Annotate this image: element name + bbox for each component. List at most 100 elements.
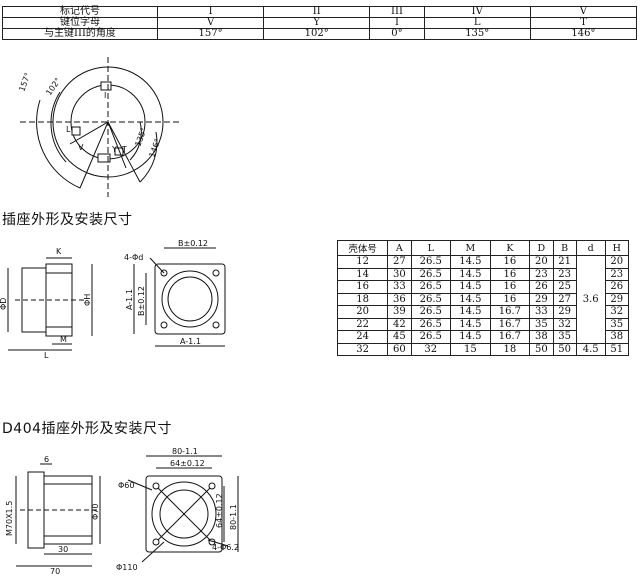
dim-cell: 16 [489,267,531,281]
dimension-table: 壳体号 A L M K D B d H 12 27 26.5 14.5 16 2… [336,240,630,356]
key-table-cell: II [263,6,371,18]
dim-cell: 22 [336,317,389,331]
dim-cell: 33 [387,280,412,294]
key-table-cell: V [156,17,265,29]
key-table-cell: T [529,17,638,29]
leader-line [69,121,109,145]
dim-label: 30 [58,545,68,554]
key-notch [114,147,124,156]
dim-cell: 27 [387,255,412,269]
dim-cell: 4.5 [575,342,606,356]
dim-label: 80-1.1 [172,447,198,456]
table-row: 32 60 32 15 18 50 50 4.5 51 [336,342,630,356]
leader-line [207,539,229,547]
key-notch [97,153,111,163]
angle-arc-146 [139,131,158,183]
dim-cell: 12 [336,255,389,269]
dim-cell: 14.5 [450,255,491,269]
dim-cell: 25 [552,280,577,294]
key-table-cell: V [529,6,638,18]
dim-cell: 20 [529,255,554,269]
key-table-cell: 键位字母 [2,17,158,29]
dim-cell: 36 [387,292,412,306]
mounting-hole [152,538,160,546]
dim-cell: 27 [552,292,577,306]
dim-header-cell: 壳体号 [336,240,389,256]
d404-side-view: 6 M70X1.5 Φ70 30 70 [5,455,101,575]
dim-cell: 26.5 [410,305,452,319]
dim-header-cell: M [450,240,491,256]
angle-label: 157° [17,71,32,92]
angle-arc-102 [50,91,67,163]
dim-cell: 30 [387,267,412,281]
mounting-hole [208,482,216,490]
dim-cell: 26 [529,280,554,294]
dim-cell: 21 [552,255,577,269]
dim-header-cell: B [552,240,577,256]
dim-cell: 38 [529,330,554,344]
angle-label: 102° [44,76,62,97]
dim-cell: 16.7 [489,330,531,344]
dim-cell: 14.5 [450,267,491,281]
mounting-hole [160,269,168,277]
dim-cell: 26 [604,280,630,294]
dim-cell: 26.5 [410,255,452,269]
dim-cell: 20 [336,305,389,319]
dim-cell: 15 [450,342,491,356]
master-key-notch [100,81,112,91]
key-table-cell: 与主键III的角度 [2,28,158,40]
dim-cell: 29 [552,305,577,319]
dim-header-cell: K [489,240,531,256]
dim-cell: 14.5 [450,292,491,306]
key-position-table: 标记代号 I II III IV V 键位字母 V Y I L T 与主键III… [2,6,638,40]
dim-cell: 23 [529,267,554,281]
key-letter: I [104,91,106,100]
key-table-cell: 146° [529,28,638,40]
dim-label: Φ60 [118,481,134,490]
dim-header-cell: A [387,240,412,256]
leader-line [141,541,165,563]
dim-cell: 23 [552,267,577,281]
key-letter: V [78,143,84,152]
key-letter: Y [111,145,117,154]
mounting-hole [212,321,220,329]
section2-heading: D404插座外形及安装尺寸 [2,421,173,437]
dim-cell: 16 [489,292,531,306]
key-table-cell: I [369,17,425,29]
dim-label: B±0.12 [178,239,208,248]
dim-cell: 18 [489,342,531,356]
dim-cell: 32 [336,342,389,356]
dim-cell: 14 [336,267,389,281]
mounting-flange [154,263,226,335]
mounting-hole [212,269,220,277]
dim-cell: 39 [387,305,412,319]
dim-label: K [56,247,62,256]
dim-cell: 32 [552,317,577,331]
key-table-cell: 标记代号 [2,6,158,18]
key-table-cell: 157° [156,28,265,40]
dim-cell: 16.7 [489,317,531,331]
dim-label: 64±0.12 [215,493,224,528]
key-table-row: 与主键III的角度 157° 102° 0° 135° 146° [2,28,638,40]
dim-label: 6 [44,455,49,464]
section1-heading: 插座外形及安装尺寸 [2,212,133,228]
dim-label: 4-Φ6.2 [212,543,239,552]
dim-cell: 29 [604,292,630,306]
receptacle-front-view: B±0.12 4-Φd A-1.1 B±0.12 A-1.1 [124,239,226,347]
dim-cell: 35 [529,317,554,331]
dim-cell: 26.5 [410,292,452,306]
dim-cell: 51 [604,342,630,356]
dim-cell: 26.5 [410,317,452,331]
key-table-cell: IV [423,6,531,18]
dim-label: M [60,335,67,344]
key-notch [71,126,81,136]
dim-cell: 16 [489,280,531,294]
leader-line [107,121,141,183]
dim-table-header: 壳体号 A L M K D B d H [336,240,630,256]
key-table-cell: I [156,6,265,18]
key-table-row: 键位字母 V Y I L T [2,17,638,29]
dim-label: Φ110 [116,563,138,572]
dim-header-cell: d [575,240,606,256]
dim-cell: 60 [387,342,412,356]
dim-header-cell: H [604,240,630,256]
